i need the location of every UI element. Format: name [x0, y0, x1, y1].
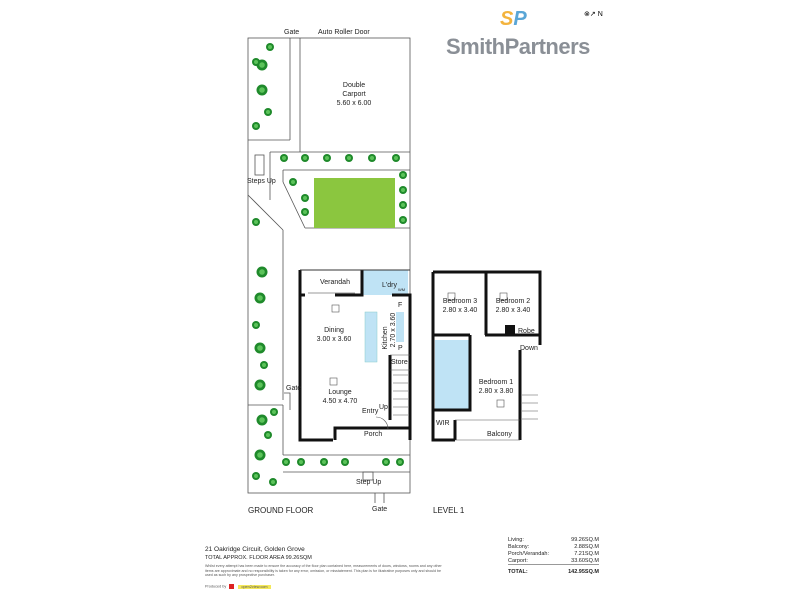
wir-label: WIR [436, 420, 450, 427]
bedroom3-label: Bedroom 3 [443, 298, 477, 305]
gate-bottom-label: Gate [372, 506, 387, 513]
area-value: 2.88SQ.M [574, 543, 599, 550]
level1-title: LEVEL 1 [433, 506, 465, 515]
property-address: 21 Oakridge Circuit, Golden Grove [205, 546, 305, 553]
area-row: Porch/Verandah: 7.21SQ.M [508, 550, 599, 557]
total-value: 142.95SQ.M [548, 564, 599, 576]
produced-by-label: Produced by [205, 584, 227, 589]
area-value: 99.26SQ.M [571, 536, 599, 543]
monogram-s: S [500, 8, 514, 30]
produced-by: Produced by open2view.com [205, 584, 271, 589]
bedroom3-dims: 2.80 x 3.40 [443, 307, 478, 314]
logo-monogram: SP [500, 8, 527, 31]
robe-label: Robe [518, 328, 535, 335]
area-value: 33.60SQ.M [571, 557, 599, 564]
area-row: Carport: 33.60SQ.M [508, 557, 599, 565]
house-level-1 [431, 270, 542, 442]
area-label: Carport: [508, 557, 528, 564]
steps-up-label: Steps Up [247, 178, 276, 185]
carport-label: Double [343, 82, 365, 89]
porch-label: Porch [364, 431, 382, 438]
gate-top-label: Gate [284, 29, 299, 36]
brand-logo: SmithPartners [446, 34, 590, 59]
area-row: Living: 99.26SQ.M [508, 536, 599, 543]
verandah-label: Verandah [320, 279, 350, 286]
lounge-dims: 4.50 x 4.70 [323, 398, 358, 405]
area-label: Living: [508, 536, 524, 543]
balcony-label: Balcony [487, 431, 512, 438]
area-row: Balcony: 2.88SQ.M [508, 543, 599, 550]
down-label: Down [520, 345, 538, 352]
laundry-label: L'dry [382, 282, 397, 289]
total-floor-area: TOTAL APPROX. FLOOR AREA 99.26SQM [205, 555, 312, 561]
entry-label: Entry [362, 408, 379, 415]
disclaimer: Whilst every attempt has been made to en… [205, 564, 442, 578]
house-ground-floor [298, 269, 412, 442]
total-label: TOTAL: [508, 564, 549, 576]
area-label: Balcony: [508, 543, 530, 550]
north-arrow-icon: ⊗↗ N [584, 11, 603, 18]
carport-dims: 5.60 x 6.00 [337, 100, 372, 107]
lounge-label: Lounge [328, 389, 351, 396]
wm-label: WM [398, 287, 405, 292]
bedroom2-dims: 2.80 x 3.40 [496, 307, 531, 314]
lawn [314, 178, 395, 228]
up-label: Up [379, 404, 388, 411]
total-row: TOTAL:142.95SQ.M [508, 564, 599, 576]
roller-door-label: Auto Roller Door [318, 29, 370, 36]
bedroom1-label: Bedroom 1 [479, 379, 513, 386]
kitchen-label: Kitchen [382, 326, 389, 349]
producer-name: open2view.com [238, 584, 271, 589]
monogram-p: P [513, 8, 527, 30]
store-label: Store [391, 359, 408, 366]
dining-label: Dining [324, 327, 344, 334]
ground-floor-title: GROUND FLOOR [248, 506, 314, 515]
step-up-label: Step Up [356, 479, 381, 486]
pantry-label: P [398, 345, 403, 352]
area-summary: Living: 99.26SQ.M Balcony: 2.88SQ.M Porch/… [508, 536, 599, 576]
area-label: Porch/Verandah: [508, 550, 549, 557]
kitchen-dims: 2.70 x 3.60 [390, 313, 397, 348]
area-value: 7.21SQ.M [574, 550, 599, 557]
north-label: N [597, 11, 603, 18]
carport-label-2: Carport [342, 91, 365, 98]
bedroom2-label: Bedroom 2 [496, 298, 530, 305]
dining-dims: 3.00 x 3.60 [317, 336, 352, 343]
gate-side-label: Gate [286, 385, 301, 392]
producer-logo-icon [229, 584, 235, 589]
bedroom1-dims: 2.80 x 3.80 [479, 388, 514, 395]
fridge-label: F [398, 302, 402, 309]
